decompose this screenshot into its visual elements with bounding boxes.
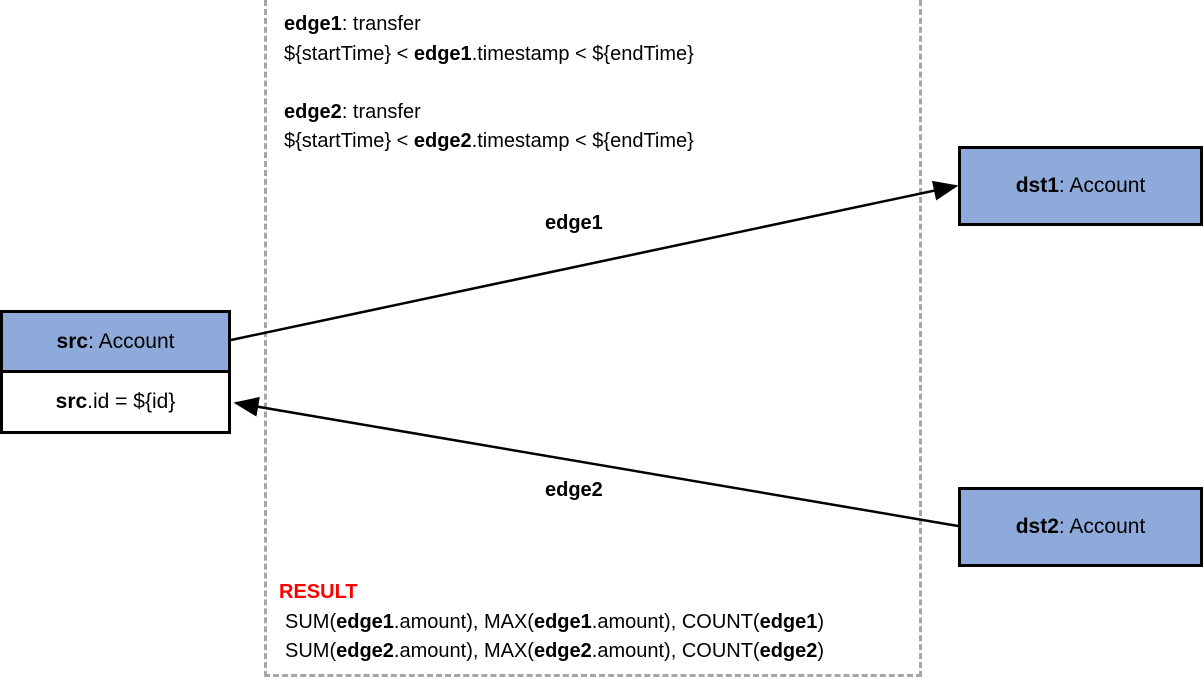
edge2-range-prefix: ${startTime} <: [284, 130, 414, 152]
edge1-type: : transfer: [341, 13, 421, 35]
result1-p4: ): [817, 611, 825, 633]
edge1-label: edge1: [545, 212, 603, 234]
pattern-region-box: [264, 0, 922, 677]
edge2-range-field: .timestamp < ${endTime}: [471, 130, 694, 152]
edge1-arrow: [230, 180, 959, 342]
dst1-node: dst1 : Account: [958, 146, 1203, 226]
result2-p1: SUM(: [285, 640, 337, 662]
result-line-edge1: SUM(edge1.amount), MAX(edge1.amount), CO…: [285, 608, 824, 637]
result2-p3: .amount), COUNT(: [591, 640, 760, 662]
dst2-node: dst2 : Account: [958, 487, 1203, 567]
result-line-edge2: SUM(edge2.amount), MAX(edge2.amount), CO…: [285, 637, 824, 666]
result1-e2: edge1: [533, 611, 592, 633]
result1-p1: SUM(: [285, 611, 337, 633]
result1-p2: .amount), MAX(: [393, 611, 534, 633]
result-title: RESULT: [279, 581, 358, 603]
result1-p3: .amount), COUNT(: [591, 611, 760, 633]
result2-p2: .amount), MAX(: [393, 640, 534, 662]
src-node-name: src: [56, 329, 89, 353]
edge2-time-condition: ${startTime} < edge2.timestamp < ${endTi…: [284, 127, 694, 156]
edge2-arrow: [233, 396, 959, 528]
result2-e3: edge2: [759, 640, 818, 662]
edge2-name: edge2: [284, 101, 342, 123]
src-node-filter: src.id = ${id}: [0, 370, 231, 434]
edge2-type: : transfer: [341, 101, 421, 123]
dst1-node-type: : Account: [1058, 174, 1146, 197]
src-node-header: src : Account: [0, 310, 231, 373]
result2-e2: edge2: [533, 640, 592, 662]
edge2-range-var: edge2: [413, 130, 472, 152]
edge1-range-field: .timestamp < ${endTime}: [471, 43, 694, 65]
edge1-range-prefix: ${startTime} <: [284, 43, 414, 65]
result1-e3: edge1: [759, 611, 818, 633]
dst2-node-name: dst2: [1015, 515, 1059, 538]
dst1-node-name: dst1: [1015, 174, 1059, 197]
edge2-type-condition: edge2: transfer: [284, 98, 421, 127]
src-filter-var: src: [55, 390, 88, 413]
result1-e1: edge1: [336, 611, 394, 633]
result2-p4: ): [817, 640, 825, 662]
dst2-node-type: : Account: [1058, 515, 1146, 538]
src-filter-rest: .id = ${id}: [87, 390, 176, 413]
result2-e1: edge2: [336, 640, 394, 662]
edge1-range-var: edge1: [413, 43, 472, 65]
src-node-type: : Account: [88, 329, 175, 353]
edge1-name: edge1: [284, 13, 342, 35]
edge2-label: edge2: [545, 479, 603, 501]
edge1-time-condition: ${startTime} < edge1.timestamp < ${endTi…: [284, 40, 694, 69]
edge1-type-condition: edge1: transfer: [284, 10, 421, 39]
